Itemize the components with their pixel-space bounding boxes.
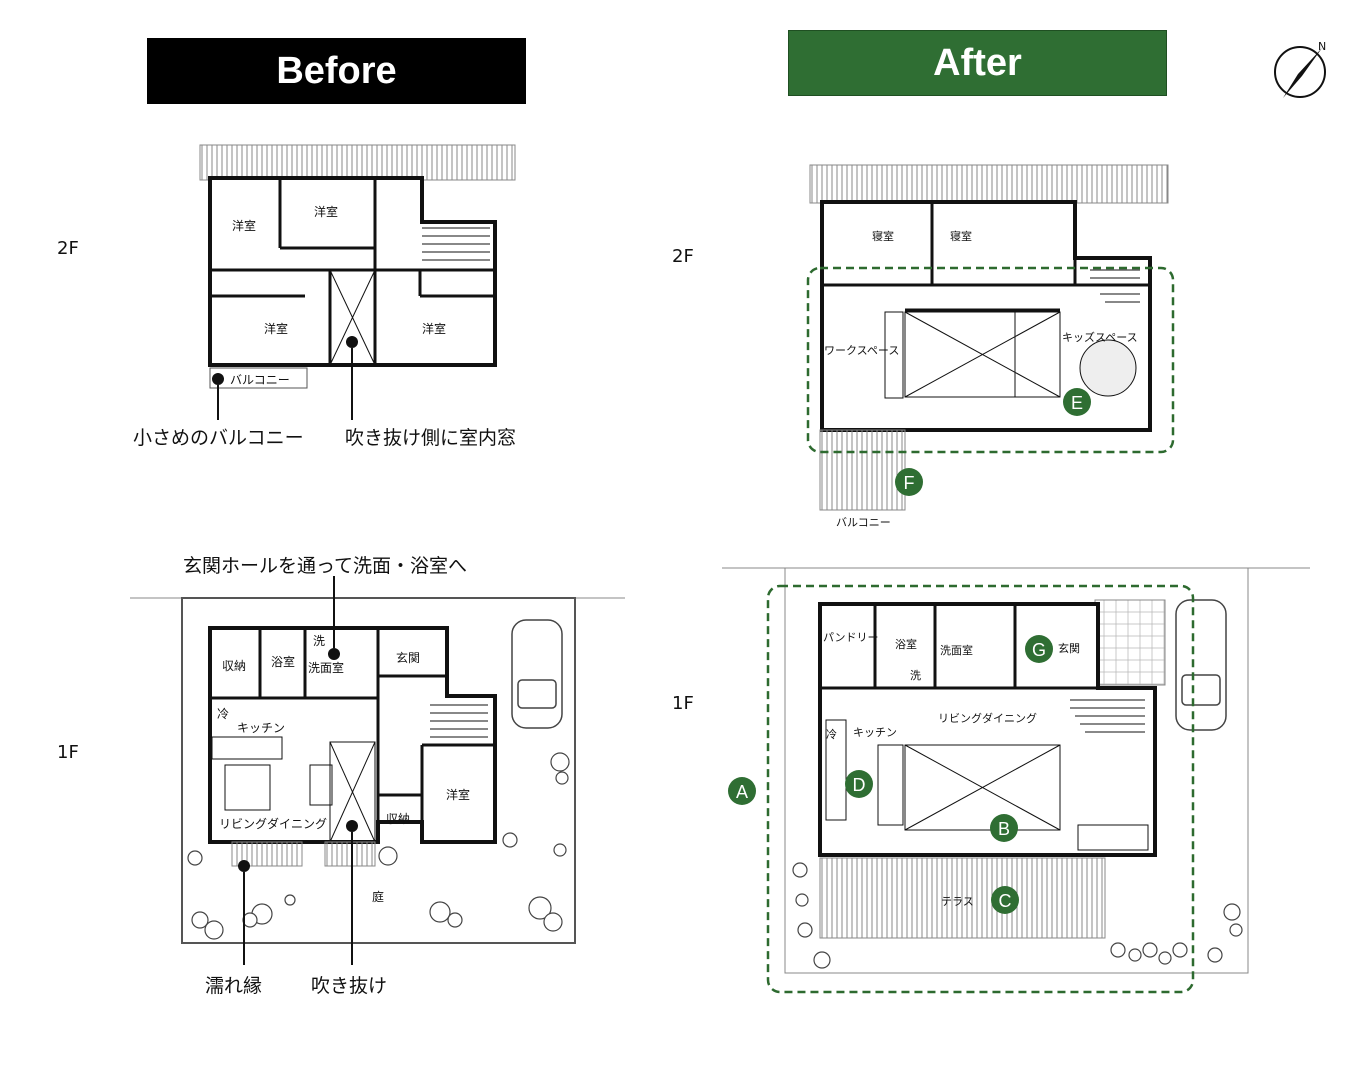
after-header: After	[788, 30, 1167, 96]
before-1f-western: 洋室	[446, 787, 470, 802]
after-1f-fridge: 冷	[826, 728, 837, 741]
before-1f-kitchen: キッチン	[237, 721, 285, 735]
after-1f-bath: 浴室	[895, 637, 917, 651]
marker-g: G	[1032, 640, 1046, 660]
annotation-indoor-window: 吹き抜け側に室内窓	[345, 427, 517, 449]
before-1f-garden: 庭	[372, 889, 384, 904]
after-floor-2f: 2F	[672, 246, 694, 267]
after-trees	[792, 862, 1243, 969]
compass-north: N	[1318, 40, 1326, 53]
after-1f-entrance: 玄関	[1058, 641, 1080, 655]
before-2f-plan: 洋室 洋室 洋室 洋室 バルコニー	[199, 144, 516, 420]
after-entrance-tile	[1094, 599, 1166, 686]
after-title: After	[933, 41, 1022, 84]
compass-icon: N	[1274, 40, 1326, 98]
before-floor-2f: 2F	[57, 238, 79, 259]
after-2f-bedroom-1: 寝室	[872, 229, 894, 243]
before-2f-room-2: 洋室	[314, 204, 338, 219]
after-2f-dashed-zone	[806, 266, 1175, 454]
after-car-icon	[1175, 599, 1227, 731]
after-2f-plan: 寝室 寝室 ワークスペース キッズスペース バルコニー	[806, 164, 1175, 529]
before-1f-fridge: 冷	[217, 707, 229, 721]
after-floor-1f: 1F	[672, 693, 694, 714]
marker-b: B	[998, 819, 1010, 839]
annotation-engawa: 濡れ縁	[205, 975, 263, 997]
after-1f-dashed-zone	[766, 584, 1195, 994]
before-1f-storage-2: 収納	[386, 812, 410, 826]
before-1f-washer: 洗	[313, 634, 325, 648]
after-2f-bedroom-2: 寝室	[950, 229, 972, 243]
before-trees	[187, 752, 570, 940]
marker-e: E	[1071, 393, 1083, 413]
annotation-small-balcony: 小さめのバルコニー	[133, 427, 304, 449]
after-balcony-label: バルコニー	[836, 516, 891, 529]
marker-a: A	[736, 782, 748, 802]
before-1f-entrance: 玄関	[396, 650, 420, 665]
after-1f-terrace: テラス	[941, 895, 974, 908]
before-header: Before	[147, 38, 526, 104]
before-2f-roof-deck	[199, 144, 516, 181]
before-2f-room-1: 洋室	[232, 218, 256, 233]
after-1f-plan: パンドリー 浴室 洗 洗面室 玄関 冷 キッチン リビングダイニング テラス	[722, 567, 1310, 994]
marker-c: C	[999, 891, 1012, 911]
after-2f-kids: キッズスペース	[1062, 330, 1138, 344]
before-1f-living: リビングダイニング	[219, 816, 327, 831]
after-markers: A B C D E F G	[728, 388, 1091, 914]
after-balcony	[819, 429, 906, 511]
before-2f-room-4: 洋室	[422, 321, 446, 336]
before-1f-plan: 収納 浴室 洗 洗面室 玄関 冷 キッチン リビングダイニング 収納 洋室 庭	[130, 576, 625, 965]
after-1f-washroom: 洗面室	[940, 643, 973, 657]
after-terrace	[819, 857, 1106, 939]
before-title: Before	[276, 49, 397, 92]
before-1f-storage-1: 収納	[222, 659, 246, 673]
after-1f-pantry: パンドリー	[823, 631, 879, 644]
after-1f-washer: 洗	[910, 669, 921, 682]
before-car-icon	[511, 619, 563, 729]
after-1f-living: リビングダイニング	[938, 711, 1037, 725]
after-2f-workspace: ワークスペース	[824, 344, 899, 357]
before-floor-1f: 1F	[57, 742, 79, 763]
after-1f-kitchen: キッチン	[853, 726, 897, 739]
before-1f-washroom: 洗面室	[308, 660, 344, 675]
before-1f-bath: 浴室	[271, 654, 295, 669]
annotation-hall-route: 玄関ホールを通って洗面・浴室へ	[183, 555, 468, 577]
marker-f: F	[904, 473, 915, 493]
annotation-atrium: 吹き抜け	[311, 975, 388, 997]
before-balcony-label: バルコニー	[230, 373, 290, 387]
before-balcony	[209, 367, 308, 389]
marker-d: D	[853, 775, 866, 795]
before-2f-room-3: 洋室	[264, 321, 288, 336]
